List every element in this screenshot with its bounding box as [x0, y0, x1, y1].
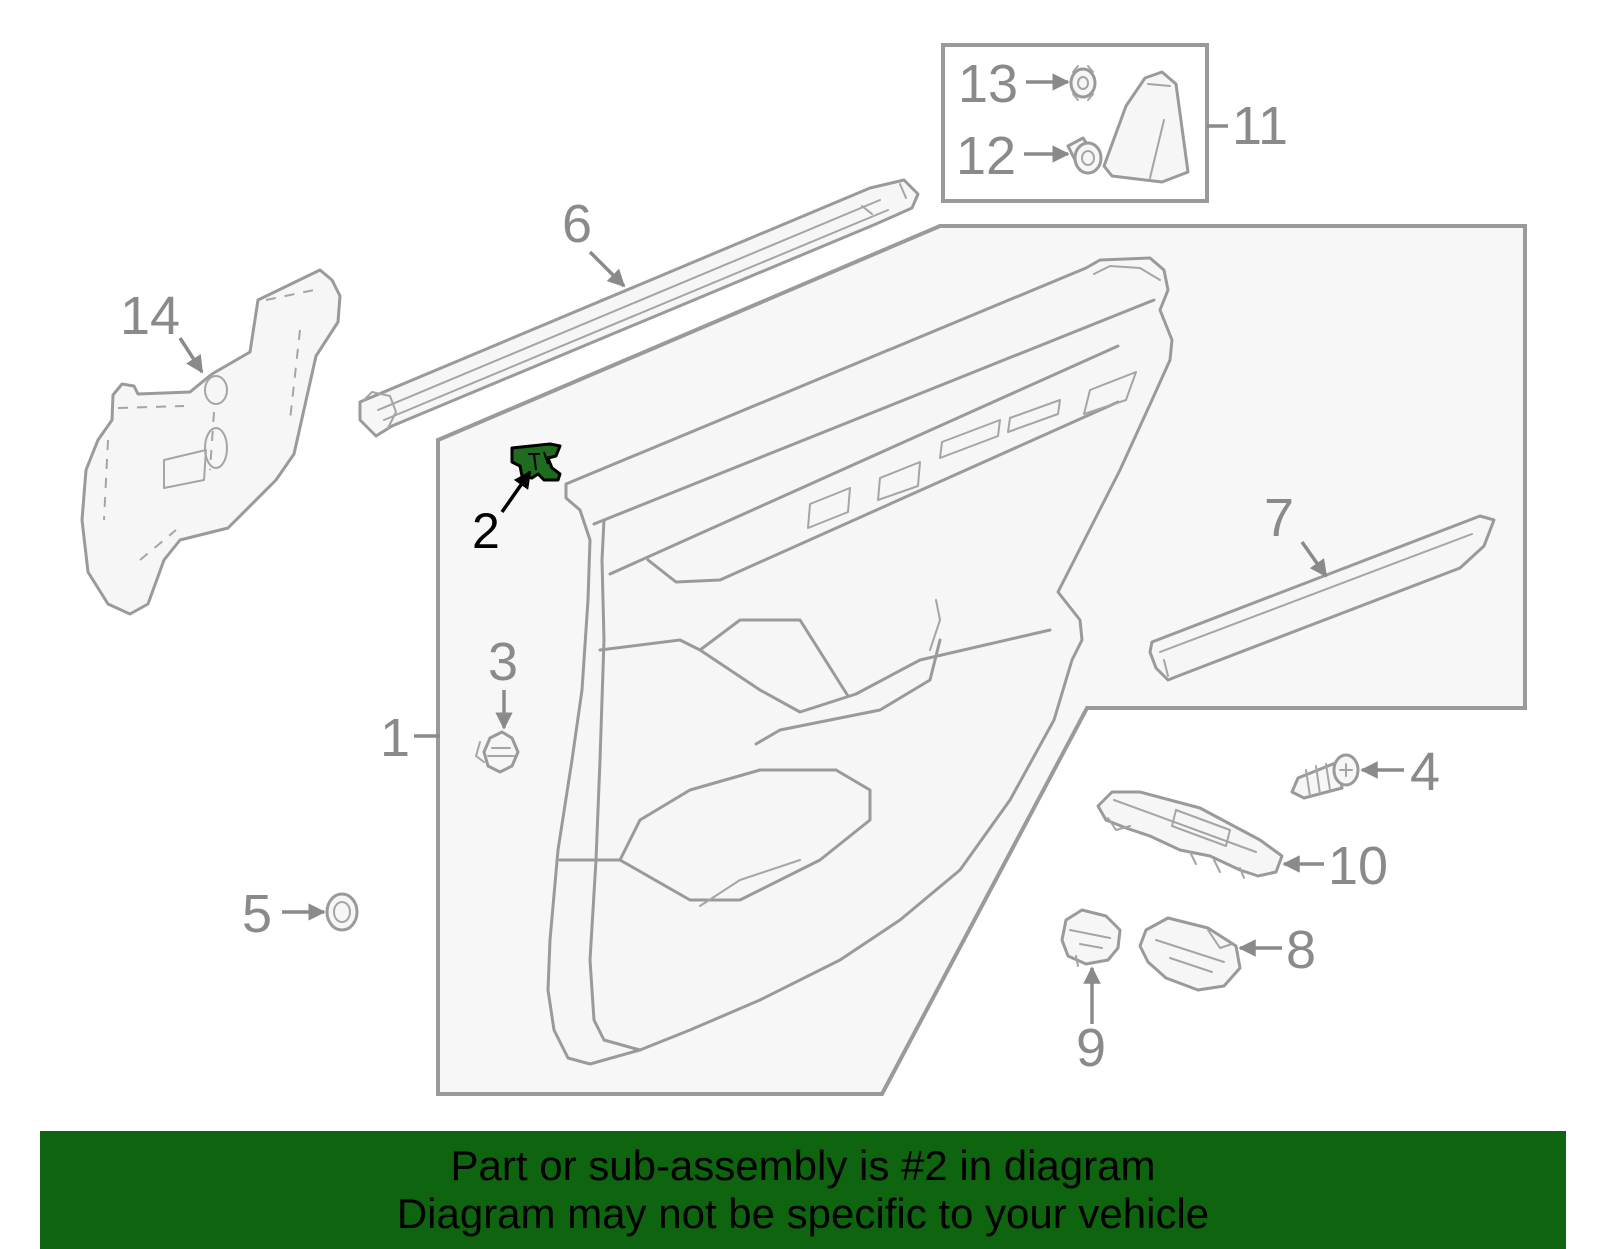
- banner-line-2: Diagram may not be specific to your vehi…: [396, 1190, 1210, 1237]
- leader-2: [500, 470, 532, 514]
- kit-11-box: [941, 43, 1209, 203]
- part-6-weatherstrip[interactable]: [358, 178, 920, 438]
- info-banner: Part or sub-assembly is #2 in diagram Di…: [40, 1131, 1566, 1249]
- part-11-garnish[interactable]: [1102, 70, 1190, 184]
- part-8-switch[interactable]: [1138, 916, 1242, 992]
- part-3-clip[interactable]: [475, 730, 520, 774]
- callout-5: 5: [242, 884, 272, 944]
- part-1-door-panel[interactable]: [546, 256, 1174, 1066]
- part-10-switch-bezel[interactable]: [1096, 790, 1284, 879]
- callout-14: 14: [120, 286, 180, 346]
- part-4-screw[interactable]: [1290, 753, 1360, 800]
- banner-line-1: Part or sub-assembly is #2 in diagram: [450, 1142, 1156, 1189]
- callout-8: 8: [1286, 920, 1316, 980]
- part-5-grommet[interactable]: [325, 892, 359, 932]
- leader-14: [178, 337, 204, 374]
- part-13-grommet[interactable]: [1069, 65, 1097, 101]
- callout-2: 2: [472, 503, 500, 559]
- callout-6: 6: [562, 194, 592, 254]
- callout-4: 4: [1410, 742, 1440, 802]
- part-12-cap[interactable]: [1066, 136, 1103, 175]
- part-14-liner[interactable]: [80, 268, 342, 616]
- leader-7: [1300, 540, 1328, 578]
- callout-10: 10: [1328, 836, 1388, 896]
- callout-3: 3: [488, 632, 518, 692]
- callout-12: 12: [956, 126, 1016, 186]
- callout-9: 9: [1076, 1018, 1106, 1078]
- callout-7: 7: [1264, 488, 1294, 548]
- callout-11: 11: [1232, 96, 1288, 156]
- part-9-switch[interactable]: [1060, 908, 1122, 967]
- callout-1: 1: [380, 708, 410, 768]
- part-7-trim-strip[interactable]: [1148, 514, 1496, 682]
- leader-6: [588, 250, 626, 288]
- callout-13: 13: [958, 54, 1018, 114]
